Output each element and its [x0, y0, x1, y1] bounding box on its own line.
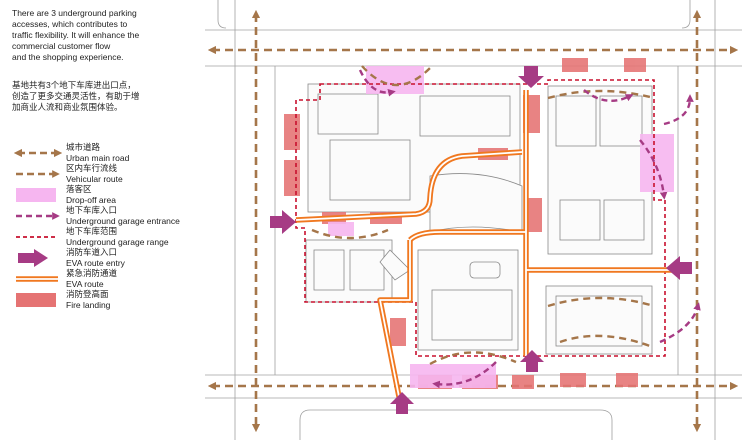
legend-cn: 消防登高面	[66, 289, 109, 299]
eva-entry-north	[518, 66, 544, 88]
eva-entry-swatch	[18, 249, 48, 267]
intro-english-line: accesses, which contributes to	[12, 19, 128, 29]
garage-entrance-swatch	[16, 212, 60, 220]
garage-entrance-north	[358, 69, 396, 97]
legend-item-eva-route: 紧急消防通道 EVA route	[14, 268, 214, 292]
legend-cn: 区内车行流线	[66, 163, 118, 173]
garage-entrance-northeast	[663, 94, 694, 126]
garage-entrance-east	[639, 139, 668, 200]
legend-en: Underground garage entrance	[66, 215, 180, 226]
legend-en: Fire landing	[66, 299, 111, 310]
urban-road-swatch	[14, 148, 62, 158]
eva-route-swatch	[16, 276, 58, 282]
eva-entry-south-2	[520, 350, 544, 372]
garage-entrance-south	[432, 361, 497, 389]
legend-cn: 城市道路	[66, 142, 101, 152]
legend-cn: 消防车道入口	[66, 247, 118, 257]
eva-entries	[270, 66, 692, 414]
legend-item-vehicular-route: 区内车行流线 Vehicular route	[14, 163, 214, 187]
legend-item-fire-landing: 消防登高面 Fire landing	[14, 289, 214, 313]
legend-cn: 地下车库范围	[66, 226, 118, 236]
legend-en: Underground garage range	[66, 236, 169, 247]
intro-english-line: There are 3 underground parking	[12, 8, 137, 18]
drop-off-west	[328, 222, 354, 236]
garage-entrance-inner	[583, 89, 634, 102]
intro-chinese-line: 加商业人流和商业氛围体验。	[12, 102, 123, 112]
intro-english-line: traffic flexibility. It will enhance the	[12, 30, 140, 40]
eva-entry-east	[666, 256, 692, 280]
legend-en: Drop-off area	[66, 194, 116, 205]
garage-range-swatch	[16, 236, 58, 238]
drop-off-swatch	[16, 188, 56, 202]
underground-garage-range	[295, 79, 666, 357]
eva-entry-west	[270, 210, 296, 234]
intro-english: There are 3 underground parking accesses…	[12, 8, 182, 63]
legend-item-drop-off-area: 落客区 Drop-off area	[14, 184, 214, 208]
intro-chinese-line: 创造了更多交通灵活性，有助于增	[12, 91, 140, 101]
vehicular-routes	[311, 65, 655, 366]
drop-off-areas	[328, 66, 674, 388]
vehicular-route-swatch	[16, 170, 60, 178]
legend-cn: 地下车库入口	[66, 205, 118, 215]
garage-entrances	[358, 69, 701, 389]
garage-entrance-southeast	[659, 302, 701, 344]
legend-item-garage-range: 地下车库范围 Underground garage range	[14, 226, 214, 250]
legend-item-eva-entry: 消防车道入口 EVA route entry	[14, 247, 214, 271]
legend-en: Urban main road	[66, 152, 130, 163]
fire-landing-swatch	[16, 293, 56, 307]
intro-chinese-line: 基地共有3个地下车库进出口点，	[12, 80, 136, 90]
drop-off-east	[640, 134, 674, 192]
legend-cn: 紧急消防通道	[66, 268, 118, 278]
legend-cn: 落客区	[66, 184, 92, 194]
legend-item-urban-main-road: 城市道路 Urban main road	[14, 142, 214, 166]
eva-route	[295, 90, 690, 413]
legend-en: EVA route	[66, 278, 104, 289]
intro-english-line: and the shopping experience.	[12, 52, 124, 62]
legend-item-garage-entrance: 地下车库入口 Underground garage entrance	[14, 205, 214, 229]
intro-chinese: 基地共有3个地下车库进出口点， 创造了更多交通灵活性，有助于增 加商业人流和商业…	[12, 80, 182, 113]
drop-off-south	[410, 364, 496, 388]
legend-en: Vehicular route	[66, 173, 123, 184]
legend-en: EVA route entry	[66, 257, 125, 268]
intro-english-line: commercial customer flow	[12, 41, 111, 51]
eva-entry-south	[390, 392, 414, 414]
